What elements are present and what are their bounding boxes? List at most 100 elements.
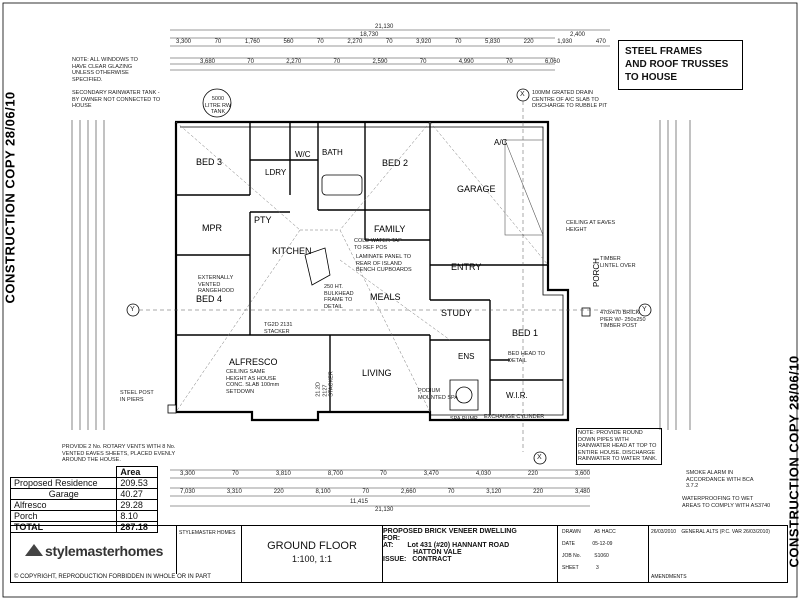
drawn-value: A5 HACC xyxy=(594,529,616,535)
dim-label: 3,120 xyxy=(486,489,502,495)
dim-label: 560 xyxy=(283,39,294,45)
room-wc: W/C xyxy=(295,150,311,159)
note-downpipes: NOTE: PROVIDE ROUND DOWN PIPES WITH RAIN… xyxy=(576,428,662,465)
dim-total-bottom: 21,130 xyxy=(375,507,394,513)
steel-frames-title-box: STEEL FRAMES AND ROOF TRUSSES TO HOUSE xyxy=(618,40,743,90)
sheet-label: SHEET xyxy=(562,565,579,571)
room-bed4: BED 4 xyxy=(196,294,223,304)
room-ldry: LDRY xyxy=(265,168,287,177)
marker-x-bottom: X xyxy=(537,454,542,461)
area-table-header-row: Area xyxy=(11,466,158,478)
note-bulkhead: 250 HT. BULKHEAD FRAME TO DETAIL xyxy=(324,284,354,310)
room-ens: ENS xyxy=(458,352,475,361)
dim-label: 3,600 xyxy=(574,471,590,477)
room-alfresco: ALFRESCO xyxy=(229,357,278,367)
dim-label: 70 xyxy=(505,59,513,65)
title-line-2: AND ROOF TRUSSES xyxy=(625,59,729,70)
bath-tub xyxy=(321,174,363,196)
dim-label: 70 xyxy=(333,59,341,65)
dim-label: 3,680 xyxy=(200,59,216,65)
amendments-label: AMENDMENTS xyxy=(651,574,687,580)
bottom-dim-row-1: 3,300 70 3,810 8,700 70 3,470 4,030 220 … xyxy=(180,471,590,477)
brand-logo-icon xyxy=(25,544,43,556)
note-steel-post: STEEL POST IN PIERS xyxy=(120,390,154,403)
dim-label: 2,270 xyxy=(286,59,302,65)
area-value: 287.18 xyxy=(116,521,158,533)
note-vents: PROVIDE 2 No. ROTARY VENTS WITH 8 No. VE… xyxy=(62,444,176,463)
copyright-notice: © COPYRIGHT, REPRODUCTION FORBIDDEN IN W… xyxy=(14,574,211,580)
dim-label: 4,990 xyxy=(458,59,474,65)
dim-label: 8,100 xyxy=(315,489,331,495)
marker-y-right: Y xyxy=(642,306,647,313)
dim-overall-bottom: 11,415 xyxy=(350,499,368,505)
room-bed2: BED 2 xyxy=(382,158,409,168)
marker-y-left: Y xyxy=(130,306,135,313)
note-rainwater: SECONDARY RAINWATER TANK - BY OWNER NOT … xyxy=(72,90,161,109)
top-dimension-lines xyxy=(170,29,610,71)
sheet-title-area: GROUND FLOOR 1:100, 1:1 xyxy=(241,526,383,583)
dim-label: 220 xyxy=(533,489,544,495)
kitchen-island xyxy=(304,247,331,286)
sheet-title: GROUND FLOOR xyxy=(267,540,357,552)
date-label: DATE xyxy=(562,541,575,547)
dim-label: 3,920 xyxy=(416,39,432,45)
room-meals: MEALS xyxy=(370,292,401,302)
area-label: Porch xyxy=(9,510,118,522)
dim-label: 3,470 xyxy=(423,471,439,477)
dim-label: 70 xyxy=(247,59,254,65)
project-info: PROPOSED BRICK VENEER DWELLING FOR: AT: … xyxy=(383,528,555,563)
bottom-dimension-lines xyxy=(170,469,590,507)
project-description: PROPOSED BRICK VENEER DWELLING xyxy=(383,528,517,535)
dim-label: 2,590 xyxy=(372,59,388,65)
note-grated-drain: 100MM GRATED DRAIN CENTRE OF A/C SLAB TO… xyxy=(532,90,608,109)
sheet-scale: 1:100, 1:1 xyxy=(291,554,333,564)
note-windows: NOTE: ALL WINDOWS TO HAVE CLEAR GLAZING … xyxy=(72,57,138,83)
room-garage: GARAGE xyxy=(457,184,496,194)
dim-label: 220 xyxy=(527,471,538,477)
note-alfresco-ceiling: CEILING SAME HEIGHT AS HOUSE CONC. SLAB … xyxy=(226,369,280,395)
address-line-2: HATTON VALE xyxy=(413,549,462,556)
drawn-label: DRAWN xyxy=(562,529,581,535)
dim-label: 70 xyxy=(385,39,393,45)
issue-value: CONTRACT xyxy=(412,556,452,563)
dim-label: 1,930 xyxy=(557,39,573,45)
dim-label: 70 xyxy=(317,39,324,45)
table-row: Garage 40.27 xyxy=(9,488,158,500)
amendment-date: 26/03/2010 xyxy=(651,529,677,535)
top-dim-row-1: 3,300 70 1,760 560 70 2,270 70 3,920 70 … xyxy=(176,39,606,45)
room-bed1: BED 1 xyxy=(512,328,539,338)
address-line-1: Lot 431 (#20) HANNANT ROAD xyxy=(407,542,510,549)
section-marker-lines xyxy=(139,101,639,452)
area-value: 40.27 xyxy=(116,488,158,500)
dim-label: 220 xyxy=(523,39,534,45)
title-line-1: STEEL FRAMES xyxy=(625,46,703,57)
left-dimension-lines xyxy=(71,120,105,430)
title-block: stylemasterhomes STYLEMASTER HOMES GROUN… xyxy=(10,525,788,583)
dim-inner-top: 18,730 xyxy=(360,32,379,38)
note-stacker-2: 21.2D 2127 STACKER xyxy=(315,371,335,397)
note-laminate: LAMINATE PANEL TO REAR OF ISLAND BENCH C… xyxy=(356,254,412,273)
area-value: 8.10 xyxy=(116,510,158,522)
dim-label: 3,480 xyxy=(574,489,590,495)
dim-label: 3,300 xyxy=(176,39,192,45)
date-value: 05-12-09 xyxy=(592,541,613,547)
for-label: FOR: xyxy=(383,535,401,542)
top-dim-row-2: 3,680 70 2,270 70 2,590 70 4,990 70 6,06… xyxy=(200,59,560,65)
area-table-corner xyxy=(11,467,117,478)
drawing-info: DRAWN A5 HACC DATE 05-12-09 JOB No. S106… xyxy=(557,526,649,583)
note-stacker-1: TG2D 2131 STACKER xyxy=(264,322,293,335)
note-spa-pump: SPA PUMP xyxy=(450,416,478,422)
note-cold-water: COLD WATER TAP TO REF POS xyxy=(354,238,402,251)
bottom-dim-row-2: 7,030 3,310 220 8,100 70 2,660 70 3,120 … xyxy=(180,489,590,495)
dim-label: 70 xyxy=(454,39,462,45)
dim-label: 470 xyxy=(595,39,606,45)
marker-x-top: X xyxy=(520,91,525,98)
exterior-walls-inner xyxy=(180,126,564,416)
room-bath: BATH xyxy=(322,148,343,157)
roof-hip-lines xyxy=(175,121,549,413)
interior-walls xyxy=(175,122,563,415)
room-kitchen: KITCHEN xyxy=(272,246,312,256)
section-markers xyxy=(126,88,652,465)
dim-label: 2,270 xyxy=(347,39,363,45)
note-exchange: EXCHANGE CYLINDER xyxy=(484,414,545,420)
